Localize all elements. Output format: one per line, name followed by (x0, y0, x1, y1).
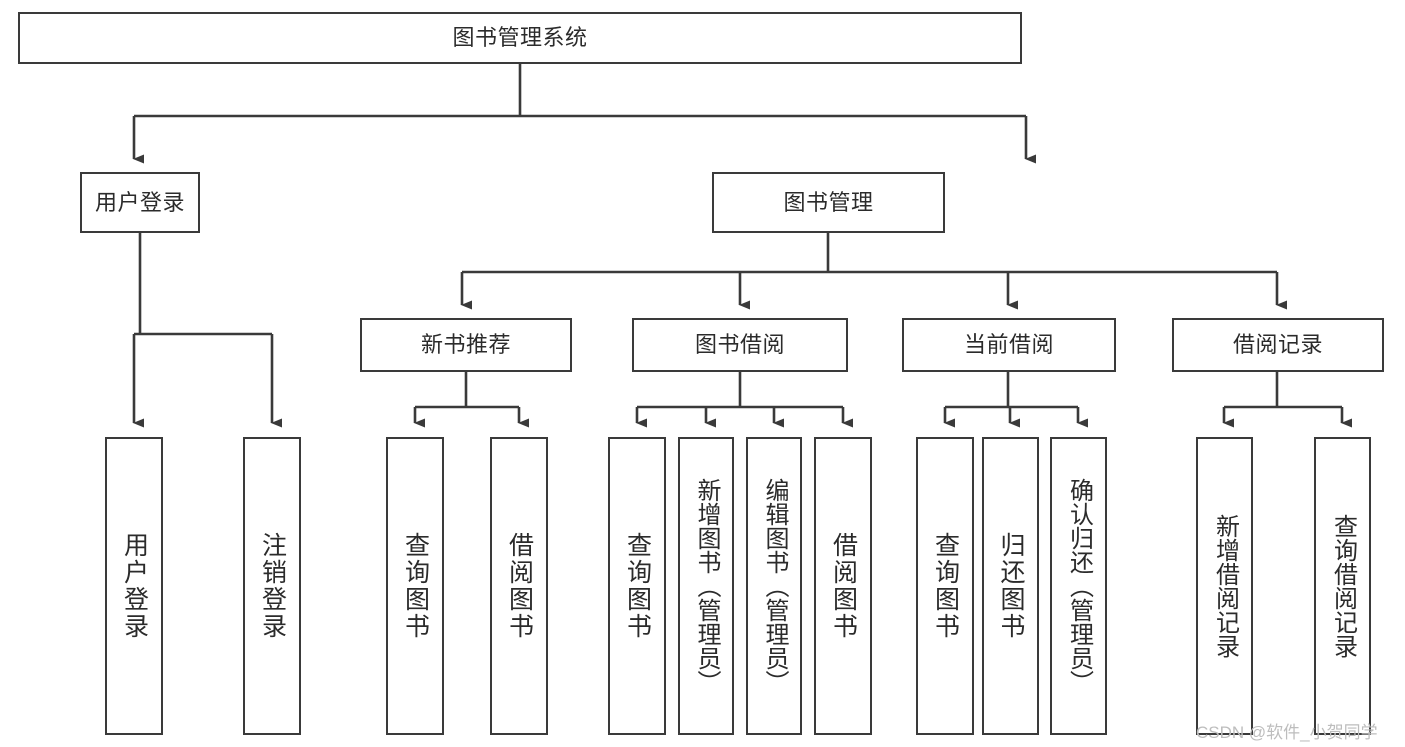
node-label: 查询图书 (931, 532, 960, 640)
node-book-borrow[interactable]: 图书借阅 (632, 318, 848, 372)
node-label: 图书管理系统 (452, 25, 588, 51)
connector-userlogin-to-leaves (132, 233, 282, 428)
node-label: 查询图书 (623, 532, 652, 640)
node-leaf-add-borrow-record[interactable]: 新增借阅记录 (1196, 437, 1253, 735)
node-label: 查询借阅记录 (1329, 514, 1357, 658)
node-leaf-logout-login[interactable]: 注销登录 (243, 437, 301, 735)
node-leaf-borrow-book-1[interactable]: 借阅图书 (490, 437, 548, 735)
connector-group2-to-leaves (635, 372, 853, 428)
node-label: 图书管理 (783, 189, 874, 215)
node-leaf-edit-book-admin[interactable]: 编辑图书（管理员） (746, 437, 802, 735)
node-label: 借阅记录 (1232, 332, 1323, 358)
node-leaf-borrow-book-2[interactable]: 借阅图书 (814, 437, 872, 735)
node-label: 借阅图书 (505, 532, 534, 640)
node-label: 归还图书 (997, 532, 1025, 640)
node-new-book-recommend[interactable]: 新书推荐 (360, 318, 572, 372)
node-leaf-query-book-2[interactable]: 查询图书 (608, 437, 666, 735)
connector-bookmanage-to-level3 (460, 233, 1287, 310)
node-borrow-record[interactable]: 借阅记录 (1172, 318, 1384, 372)
node-label: 确认归还（管理员） (1065, 478, 1093, 694)
connector-root-to-level2 (132, 64, 1036, 164)
node-label: 查询图书 (401, 532, 430, 640)
node-current-borrow[interactable]: 当前借阅 (902, 318, 1116, 372)
node-label: 用户登录 (120, 532, 149, 640)
connector-group1-to-leaves (413, 372, 529, 428)
node-label: 图书借阅 (694, 332, 785, 358)
node-label: 注销登录 (258, 532, 287, 640)
node-label: 新书推荐 (420, 332, 511, 358)
node-root-book-management-system[interactable]: 图书管理系统 (18, 12, 1022, 64)
node-leaf-user-login[interactable]: 用户登录 (105, 437, 163, 735)
node-leaf-query-borrow-record[interactable]: 查询借阅记录 (1314, 437, 1371, 735)
node-label: 当前借阅 (963, 332, 1054, 358)
node-label: 新增图书（管理员） (693, 478, 720, 694)
node-leaf-query-book-1[interactable]: 查询图书 (386, 437, 444, 735)
connector-group3-to-leaves (943, 372, 1088, 428)
node-leaf-return-book[interactable]: 归还图书 (982, 437, 1039, 735)
node-label: 用户登录 (94, 189, 185, 215)
node-label: 借阅图书 (829, 532, 858, 640)
connector-group4-to-leaves (1222, 372, 1352, 428)
node-label: 新增借阅记录 (1211, 514, 1239, 658)
node-label: 编辑图书（管理员） (761, 478, 788, 694)
node-leaf-query-book-3[interactable]: 查询图书 (916, 437, 974, 735)
node-user-login[interactable]: 用户登录 (80, 172, 200, 233)
node-leaf-add-book-admin[interactable]: 新增图书（管理员） (678, 437, 734, 735)
node-leaf-confirm-return-admin[interactable]: 确认归还（管理员） (1050, 437, 1107, 735)
node-book-management[interactable]: 图书管理 (712, 172, 945, 233)
